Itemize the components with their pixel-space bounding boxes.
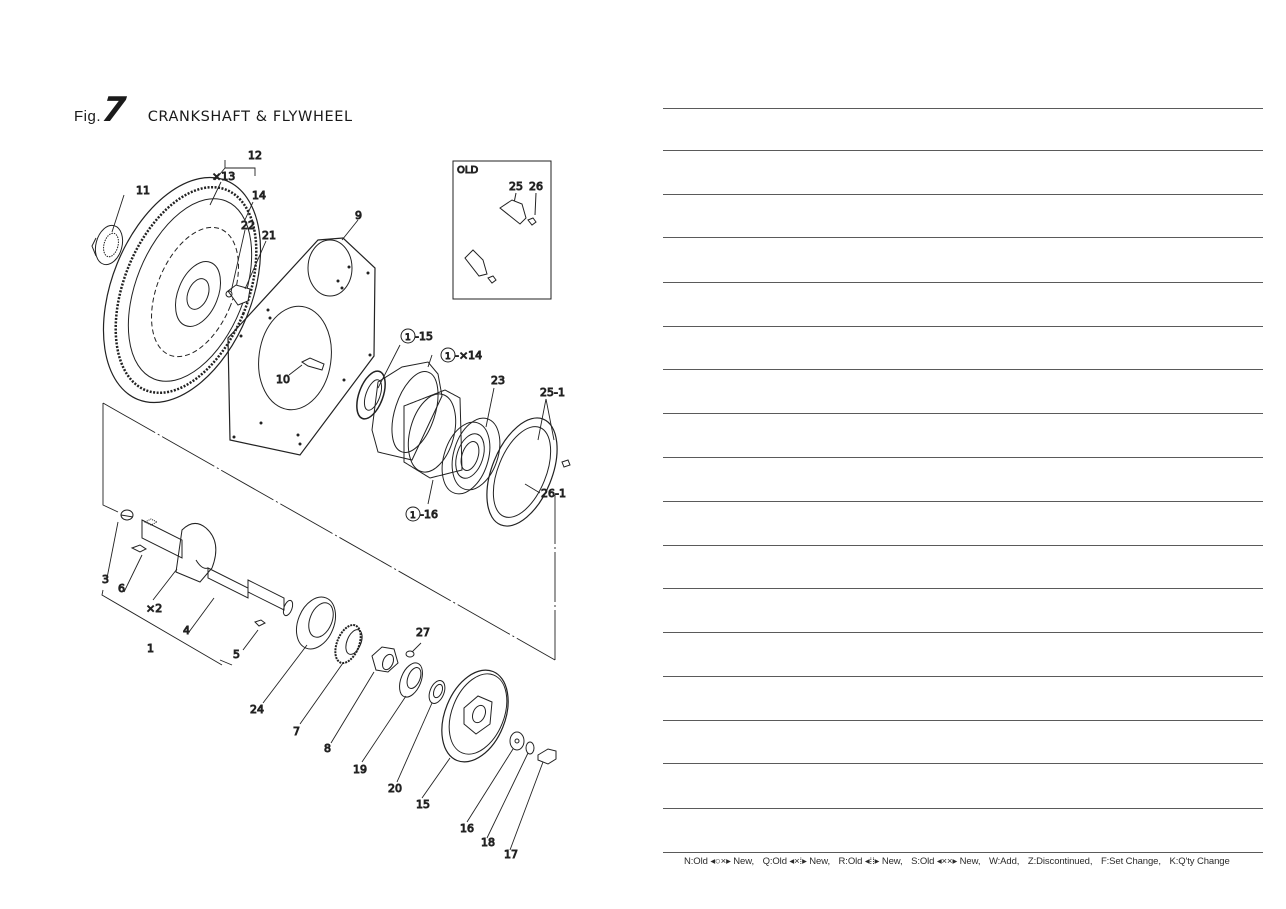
legend-item-s: S:Old ◂××▸ New, [911, 856, 981, 867]
bushing-part-11-icon [91, 224, 124, 266]
callout-1-15: -15 [415, 330, 433, 343]
assembly-boundary-lines [101, 402, 556, 666]
table-row-rule [663, 369, 1263, 370]
callout-8: 8 [324, 742, 331, 755]
retainer-ring-part-25-1-icon [486, 417, 571, 527]
callout-3: 3 [102, 573, 109, 586]
callout-27: 27 [416, 626, 430, 639]
leader-lines [106, 160, 555, 851]
callout-ref-circle-a: 1 [405, 333, 411, 343]
sensor-bracket-icon [225, 284, 251, 306]
flywheel-icon [102, 176, 262, 404]
callout-1: 1 [147, 642, 154, 655]
inset-callout-26: 26 [529, 180, 543, 193]
callout-14: 14 [252, 189, 266, 202]
callout-11: 11 [136, 184, 150, 197]
table-row-rule [663, 108, 1263, 109]
crankshaft-part-1-icon [120, 509, 294, 627]
callout-2: ×2 [146, 602, 162, 615]
legend-item-r: R:Old ◂⁞⁞▸ New, [838, 856, 903, 867]
callout-24: 24 [250, 703, 264, 716]
callout-ref-circle-c: 1 [410, 511, 416, 521]
legend-item-f: F:Set Change, [1100, 856, 1161, 867]
parts-list-ruled-table [663, 0, 1263, 909]
figure-prefix: Fig. [74, 108, 102, 125]
callout-13: ×13 [212, 170, 235, 183]
callout-9: 9 [355, 209, 362, 222]
table-row-rule [663, 501, 1263, 502]
callout-25-1: 25-1 [540, 386, 565, 399]
table-row-rule [663, 457, 1263, 458]
old-version-inset: OLD 25 26 [452, 160, 552, 300]
bearing-housing-icon [356, 361, 463, 479]
table-row-rule [663, 326, 1263, 327]
callout-26-1: 26-1 [541, 487, 566, 500]
legend-item-k: K:Q'ty Change [1169, 856, 1230, 867]
callout-6: 6 [118, 582, 125, 595]
table-row-rule [663, 194, 1263, 195]
legend-item-w: W:Add, [988, 856, 1020, 867]
inset-label: OLD [457, 165, 478, 176]
callout-5: 5 [233, 648, 240, 661]
table-row-rule [663, 808, 1263, 809]
callout-23: 23 [491, 374, 505, 387]
figure-heading: CRANKSHAFT & FLYWHEEL [147, 109, 353, 125]
engine-plate-part-9-icon [227, 237, 376, 456]
table-row-rule [663, 282, 1263, 283]
callout-10: 10 [276, 373, 290, 386]
table-row-rule [663, 632, 1263, 633]
table-row-rule [663, 237, 1263, 238]
table-row-rule [663, 763, 1263, 764]
table-row-rule [663, 676, 1263, 677]
table-row-rule [663, 413, 1263, 414]
callout-1-x14: -×14 [455, 349, 482, 362]
callout-4: 4 [183, 624, 190, 637]
callout-21: 21 [262, 229, 276, 242]
inset-callout-25: 25 [509, 180, 523, 193]
callout-19: 19 [353, 763, 367, 776]
callout-22: 22 [241, 219, 255, 232]
callout-16: 16 [460, 822, 474, 835]
callout-20: 20 [388, 782, 402, 795]
change-code-legend: N:Old ◂○×▸ New, Q:Old ◂×⁞▸ New, R:Old ◂⁞… [684, 856, 1236, 867]
front-gear-parts-icon [295, 596, 557, 765]
callout-1-16: -16 [420, 508, 438, 521]
table-row-rule [663, 545, 1263, 546]
callout-ref-circle-b: 1 [445, 352, 451, 362]
callout-7: 7 [293, 725, 300, 738]
callout-15: 15 [416, 798, 430, 811]
figure-title: Fig. 7 CRANKSHAFT & FLYWHEEL [74, 90, 353, 130]
table-row-rule [663, 852, 1263, 853]
callout-12: 12 [248, 149, 262, 162]
exploded-parts-diagram: 12 ×13 14 11 22 21 9 10 1 -15 1 -×14 1 -… [91, 149, 571, 862]
callout-17: 17 [504, 848, 518, 861]
legend-item-q: Q:Old ◂×⁞▸ New, [762, 856, 831, 867]
table-row-rule [663, 720, 1263, 721]
legend-item-n: N:Old ◂○×▸ New, [684, 856, 755, 867]
bearing-part-23-icon [441, 417, 501, 495]
table-row-rule [663, 150, 1263, 151]
table-row-rule [663, 588, 1263, 589]
callout-18: 18 [481, 836, 495, 849]
legend-item-z: Z:Discontinued, [1027, 856, 1093, 867]
